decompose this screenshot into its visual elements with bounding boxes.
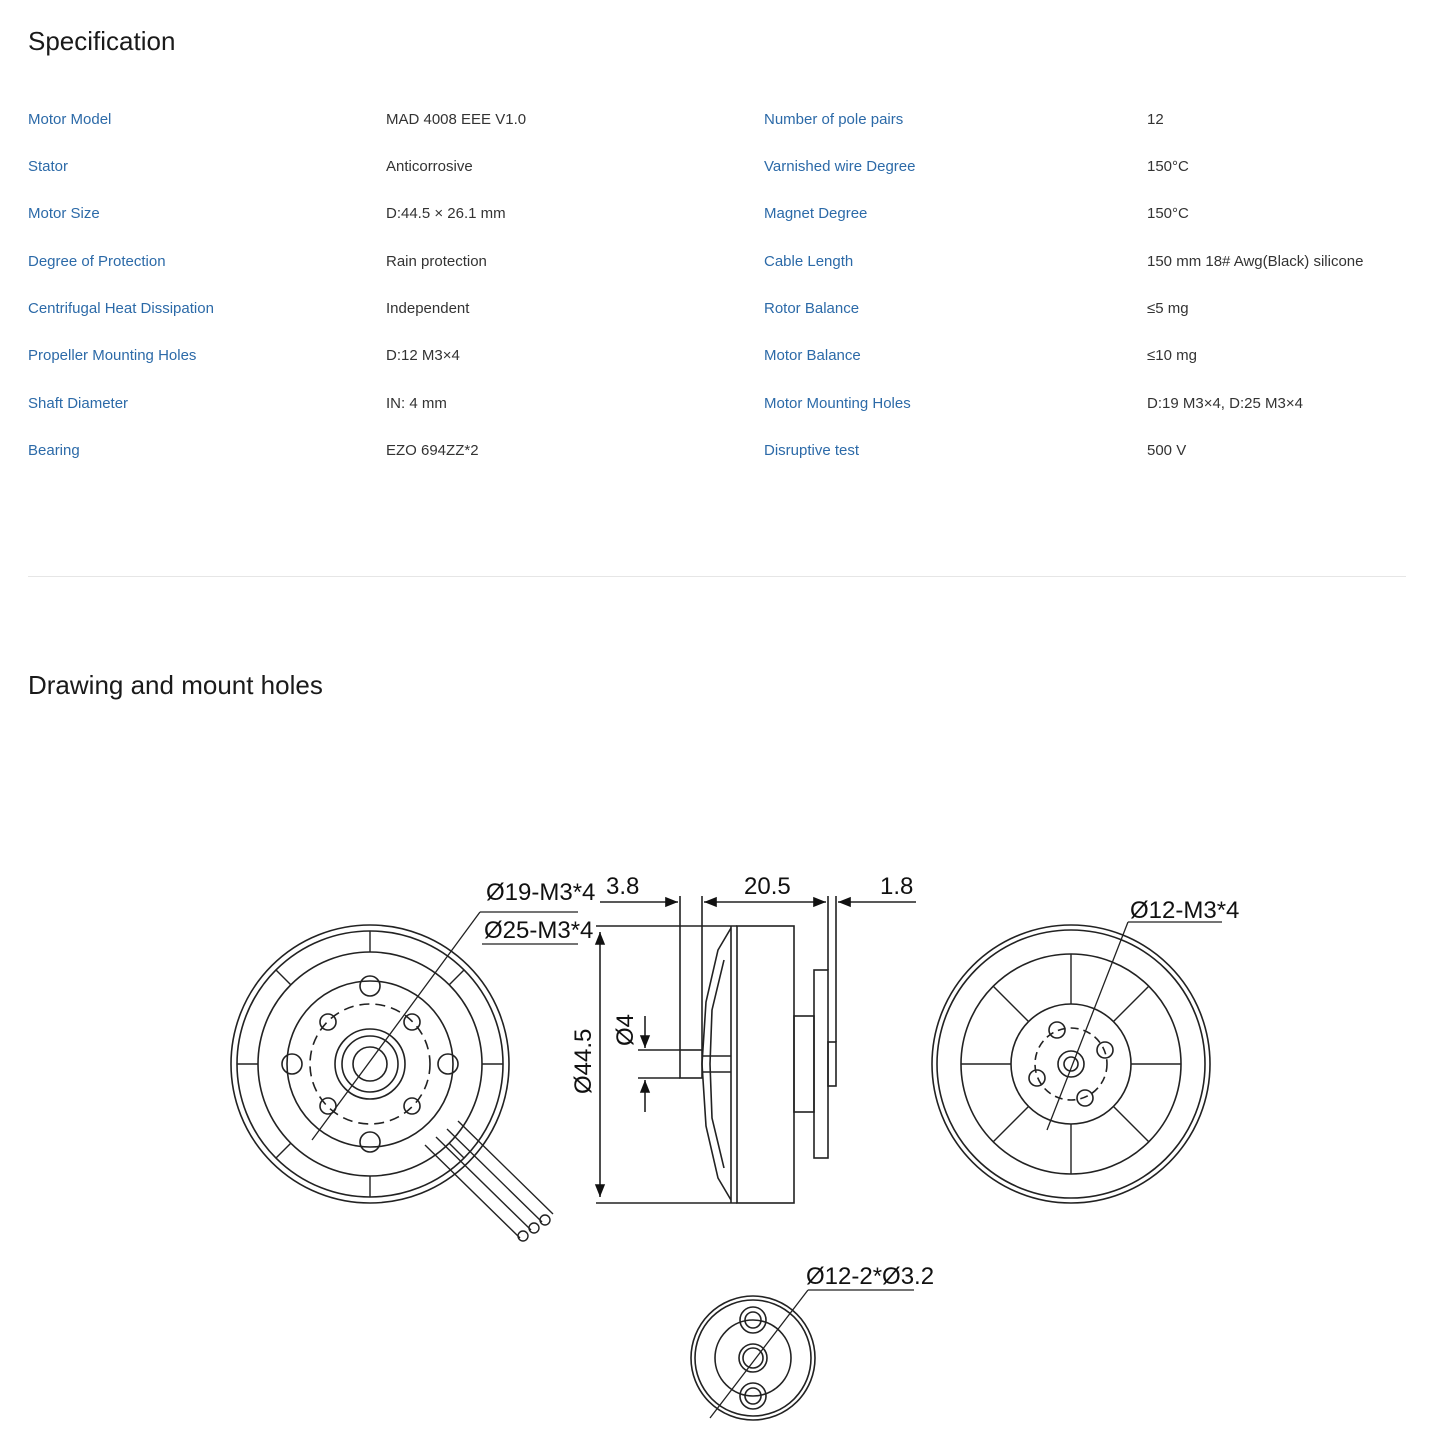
motor-bottom-view [230,911,578,1242]
dim-label-shaft: Ø4 [612,1014,639,1046]
dim-label-20-5: 20.5 [744,873,791,900]
spec-label: Propeller Mounting Holes [28,347,197,364]
spec-label: Degree of Protection [28,253,166,270]
spec-value: Anticorrosive [386,158,473,175]
spec-value: D:44.5 × 26.1 mm [386,205,506,222]
spec-row: Centrifugal Heat Dissipation Independent… [0,297,1429,321]
section-divider [28,576,1406,577]
spec-value: 12 [1147,111,1164,128]
dim-label-top-holes: Ø12-M3*4 [1130,897,1239,924]
spec-label: Disruptive test [764,442,860,459]
spec-label: Bearing [28,442,80,459]
spec-label: Centrifugal Heat Dissipation [28,300,214,317]
spec-value: 150°C [1147,205,1189,222]
spec-value: Independent [386,300,470,317]
spec-value: 150 mm 18# Awg(Black) silicone [1147,253,1364,270]
spec-value: MAD 4008 EEE V1.0 [386,111,527,128]
drawing-title: Drawing and mount holes [28,670,323,700]
dim-label-1-8: 1.8 [880,873,913,900]
spec-label: Number of pole pairs [764,111,904,128]
motor-side-view [594,896,916,1204]
spec-label: Motor Model [28,111,112,128]
dim-label-holes-19: Ø19-M3*4 [486,879,595,906]
spec-row: Shaft Diameter IN: 4 mm Motor Mounting H… [0,392,1429,416]
spec-label: Rotor Balance [764,300,860,317]
spec-label: Varnished wire Degree [764,158,916,175]
spec-row: Motor Model MAD 4008 EEE V1.0 Number of … [0,108,1429,132]
dim-label-diameter: Ø44.5 [570,1029,597,1094]
dim-label-3-8: 3.8 [606,873,639,900]
motor-cable [424,1120,554,1242]
spec-value: 500 V [1147,442,1187,459]
dim-label-holes-25: Ø25-M3*4 [484,917,593,944]
spec-value: ≤5 mg [1147,300,1189,317]
spec-value: D:19 M3×4, D:25 M3×4 [1147,395,1303,412]
spec-label: Magnet Degree [764,205,868,222]
spec-label: Motor Mounting Holes [764,395,911,412]
spec-value: D:12 M3×4 [386,347,460,364]
prop-adapter-view [690,1289,914,1421]
motor-technical-drawing: Ø19-M3*4 Ø25-M3*4 3.8 20.5 1.8 Ø44.5 Ø4 … [230,873,1239,1421]
spec-value: IN: 4 mm [386,395,447,412]
spec-row: Stator Anticorrosive Varnished wire Degr… [0,155,1429,179]
spec-value: ≤10 mg [1147,347,1197,364]
spec-value: 150°C [1147,158,1189,175]
spec-row: Bearing EZO 694ZZ*2 Disruptive test 500 … [0,439,1429,463]
spec-label: Motor Size [28,205,100,222]
motor-top-view [931,921,1222,1204]
specification-title: Specification [28,26,176,56]
spec-row: Degree of Protection Rain protection Cab… [0,250,1429,274]
spec-label: Stator [28,158,69,175]
spec-value: EZO 694ZZ*2 [386,442,479,459]
spec-label: Motor Balance [764,347,861,364]
spec-row: Propeller Mounting Holes D:12 M3×4 Motor… [0,344,1429,368]
spec-label: Shaft Diameter [28,395,129,412]
spec-label: Cable Length [764,253,854,270]
dim-label-adapter-holes: Ø12-2*Ø3.2 [806,1263,934,1290]
spec-row: Motor Size D:44.5 × 26.1 mm Magnet Degre… [0,202,1429,226]
spec-value: Rain protection [386,253,487,270]
